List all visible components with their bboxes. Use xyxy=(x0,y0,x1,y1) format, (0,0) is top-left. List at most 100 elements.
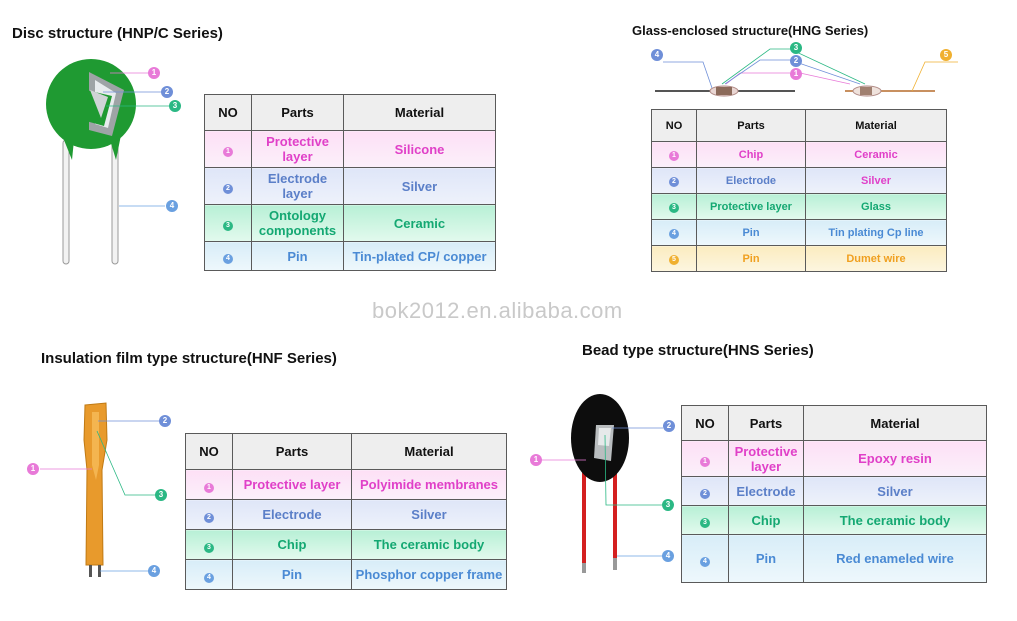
glass-section-title: Glass-enclosed structure(HNG Series) xyxy=(632,23,869,38)
callout-3-marker: 3 xyxy=(169,100,181,112)
table-row: 4 Pin Tin-plated CP/ copper xyxy=(204,241,496,271)
table-header-row: NO Parts Material xyxy=(651,109,947,142)
row-number: 2 xyxy=(681,476,729,506)
film-thermistor-illustration xyxy=(83,402,108,577)
header-material: Material xyxy=(803,405,987,441)
header-material: Material xyxy=(343,94,496,131)
header-parts: Parts xyxy=(728,405,804,441)
header-no: NO xyxy=(681,405,729,441)
part-material: Silver xyxy=(343,167,496,205)
part-name: Chip xyxy=(696,141,806,168)
part-material: Ceramic xyxy=(343,204,496,242)
callout-4-marker: 4 xyxy=(166,200,178,212)
row-number: 4 xyxy=(681,534,729,583)
table-header-row: NO Parts Material xyxy=(681,405,987,441)
part-name: Chip xyxy=(728,505,804,535)
callout-3-marker: 3 xyxy=(790,42,802,54)
part-name: Protective layer xyxy=(232,469,352,500)
glass-parts-table: NO Parts Material 1 Chip Ceramic 2 Elect… xyxy=(651,109,947,272)
part-name: Protective layer xyxy=(728,440,804,477)
callout-1-marker: 1 xyxy=(530,454,542,466)
callout-3-marker: 3 xyxy=(662,499,674,511)
header-parts: Parts xyxy=(251,94,344,131)
watermark: bok2012.en.alibaba.com xyxy=(372,298,623,323)
table-row: 1 Protective layer Epoxy resin xyxy=(681,440,987,477)
header-material: Material xyxy=(805,109,947,142)
bead-section-title: Bead type structure(HNS Series) xyxy=(582,342,814,359)
table-header-row: NO Parts Material xyxy=(185,433,507,470)
part-material: Polyimide membranes xyxy=(351,469,507,500)
part-material: Glass xyxy=(805,193,947,220)
callout-1-marker: 1 xyxy=(790,68,802,80)
part-material: The ceramic body xyxy=(803,505,987,535)
row-number: 3 xyxy=(681,505,729,535)
part-material: Dumet wire xyxy=(805,245,947,272)
row-number: 3 xyxy=(204,204,252,242)
callout-1-marker: 1 xyxy=(148,67,160,79)
table-row: 2 Electrode Silver xyxy=(681,476,987,506)
part-name: Electrode xyxy=(728,476,804,506)
header-parts: Parts xyxy=(232,433,352,470)
table-row: 3 Ontology components Ceramic xyxy=(204,204,496,242)
part-name: Protective layer xyxy=(696,193,806,220)
table-row: 2 Electrode Silver xyxy=(651,167,947,194)
row-number: 4 xyxy=(185,559,233,590)
callout-3-marker: 3 xyxy=(155,489,167,501)
callout-1-marker: 1 xyxy=(27,463,39,475)
row-number: 3 xyxy=(185,529,233,560)
part-name: Electrode xyxy=(232,499,352,530)
disc-section-title: Disc structure (HNP/C Series) xyxy=(12,25,223,42)
row-number: 2 xyxy=(204,167,252,205)
table-row: 3 Chip The ceramic body xyxy=(681,505,987,535)
part-material: Tin plating Cp line xyxy=(805,219,947,246)
part-name: Electrode xyxy=(696,167,806,194)
film-section-title: Insulation film type structure(HNF Serie… xyxy=(41,350,337,367)
table-row: 1 Chip Ceramic xyxy=(651,141,947,168)
disc-parts-table: NO Parts Material 1 Protective layer Sil… xyxy=(204,94,496,271)
table-row: 4 Pin Tin plating Cp line xyxy=(651,219,947,246)
table-row: 4 Pin Phosphor copper frame xyxy=(185,559,507,590)
row-number: 1 xyxy=(185,469,233,500)
bead-thermistor-illustration xyxy=(571,394,629,573)
glass-thermistor-illustration xyxy=(655,85,935,97)
film-parts-table: NO Parts Material 1 Protective layer Pol… xyxy=(185,433,507,590)
row-number: 2 xyxy=(185,499,233,530)
part-material: Silver xyxy=(351,499,507,530)
header-no: NO xyxy=(651,109,697,142)
part-name: Electrode layer xyxy=(251,167,344,205)
row-number: 1 xyxy=(651,141,697,168)
callout-4-marker: 4 xyxy=(148,565,160,577)
table-row: 2 Electrode layer Silver xyxy=(204,167,496,205)
callout-2-marker: 2 xyxy=(159,415,171,427)
row-number: 1 xyxy=(681,440,729,477)
row-number: 1 xyxy=(204,130,252,168)
part-name: Pin xyxy=(696,219,806,246)
disc-thermistor-illustration xyxy=(46,59,136,265)
part-material: Epoxy resin xyxy=(803,440,987,477)
bead-parts-table: NO Parts Material 1 Protective layer Epo… xyxy=(681,405,987,583)
row-number: 4 xyxy=(651,219,697,246)
table-row: 3 Protective layer Glass xyxy=(651,193,947,220)
table-row: 2 Electrode Silver xyxy=(185,499,507,530)
table-row: 3 Chip The ceramic body xyxy=(185,529,507,560)
header-no: NO xyxy=(185,433,233,470)
callout-2-marker: 2 xyxy=(161,86,173,98)
header-material: Material xyxy=(351,433,507,470)
part-name: Ontology components xyxy=(251,204,344,242)
part-material: Silicone xyxy=(343,130,496,168)
part-name: Protective layer xyxy=(251,130,344,168)
table-header-row: NO Parts Material xyxy=(204,94,496,131)
callout-5-marker: 5 xyxy=(940,49,952,61)
part-name: Chip xyxy=(232,529,352,560)
callout-2-marker: 2 xyxy=(663,420,675,432)
part-material: Silver xyxy=(803,476,987,506)
part-name: Pin xyxy=(232,559,352,590)
row-number: 3 xyxy=(651,193,697,220)
table-row: 5 Pin Dumet wire xyxy=(651,245,947,272)
callout-2-marker: 2 xyxy=(790,55,802,67)
part-material: Tin-plated CP/ copper xyxy=(343,241,496,271)
table-row: 4 Pin Red enameled wire xyxy=(681,534,987,583)
part-name: Pin xyxy=(728,534,804,583)
row-number: 4 xyxy=(204,241,252,271)
